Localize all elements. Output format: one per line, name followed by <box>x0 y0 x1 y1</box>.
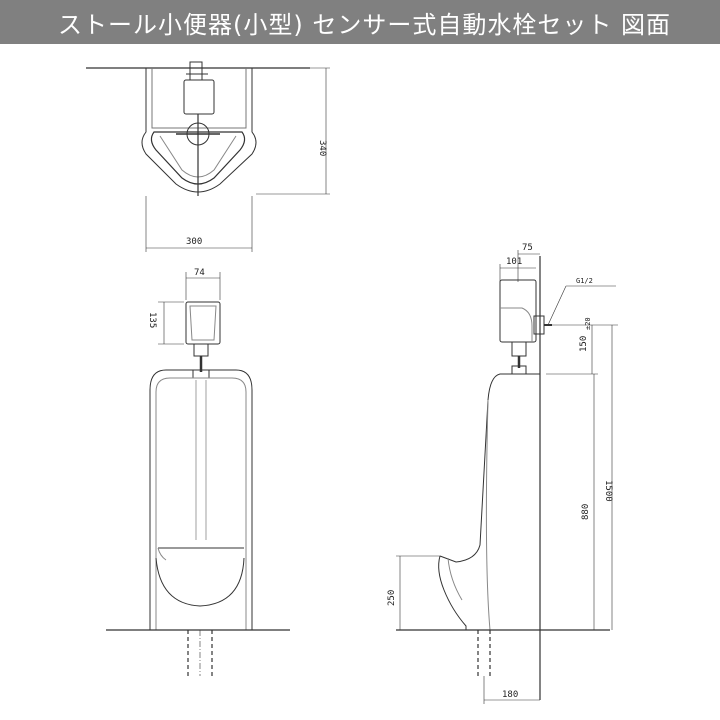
page-title: ストール小便器(小型) センサー式自動水栓セット 図面 <box>58 10 671 39</box>
dim-supply-height-tolerance: ±20 <box>584 317 592 330</box>
dim-top-depth: 340 <box>317 140 327 156</box>
technical-drawing: 300 340 74 135 <box>86 61 618 704</box>
dim-drain-offset: 180 <box>502 690 518 700</box>
dim-total-height: 1500 <box>603 480 613 502</box>
side-view <box>396 250 618 704</box>
dim-bowl-height: 880 <box>581 504 591 520</box>
plan-view <box>86 61 330 252</box>
dim-sensor-height: 135 <box>147 312 157 328</box>
title-bar: ストール小便器(小型) センサー式自動水栓セット 図面 <box>0 0 720 44</box>
dim-pipe-thread: G1/2 <box>576 277 593 285</box>
dim-lip-height: 250 <box>387 590 397 606</box>
dim-sensor-depth: 101 <box>506 257 522 267</box>
dim-top-width: 300 <box>186 237 202 247</box>
dim-wall-offset: 75 <box>522 243 533 253</box>
front-view <box>106 272 290 676</box>
dim-sensor-width: 74 <box>194 268 205 278</box>
dim-supply-height: 150 <box>579 336 589 352</box>
